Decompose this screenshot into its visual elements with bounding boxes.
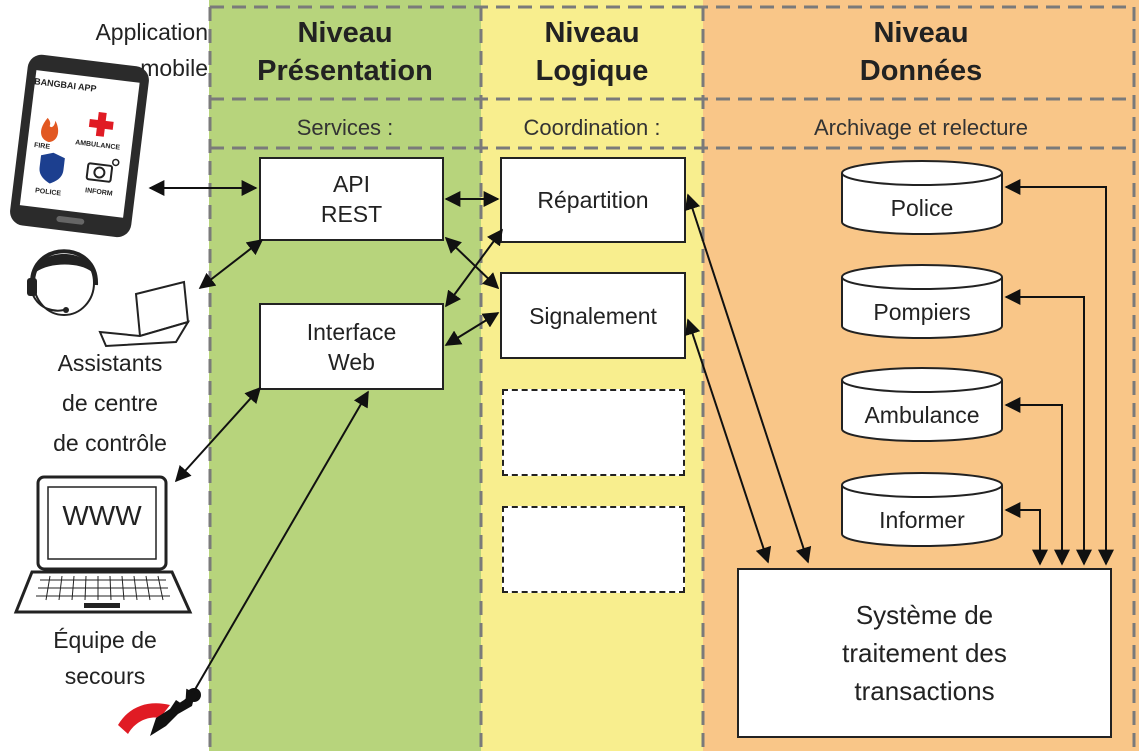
camera-icon (85, 162, 114, 183)
rescue-team-label: Équipe de secours (5, 622, 205, 694)
arrow-informer-transactions (1004, 502, 1048, 566)
api-rest-line2: REST (320, 201, 383, 227)
rescue-team-line1: Équipe de (53, 627, 157, 653)
data-title: Niveau Données (703, 14, 1139, 90)
rescue-team-line2: secours (64, 663, 146, 689)
arrow-police-transactions (1004, 179, 1114, 566)
empty-service-slot-2 (502, 506, 685, 593)
data-subtitle: Archivage et relecture (814, 115, 1028, 140)
presentation-subtitle: Services : (296, 115, 394, 140)
police-shield-icon (39, 152, 65, 184)
ambulance-database-label: Ambulance (864, 402, 980, 428)
ambulance-database-icon (841, 367, 1003, 442)
arrow-repartition-transactions (684, 193, 812, 564)
pompiers-database-label: Pompiers (873, 299, 971, 325)
presentation-title-line1: Niveau (297, 17, 393, 49)
arrow-rescue-web (185, 390, 369, 707)
fire-icon (41, 117, 59, 143)
transaction-system-line2: traitement des (842, 638, 1007, 668)
informer-database-label: Informer (879, 507, 965, 533)
arrow-web-repartition (445, 228, 503, 308)
arrow-ambulance-transactions (1004, 397, 1070, 566)
mobile-app-label: Application mobile (40, 14, 208, 86)
transaction-system-line3: transactions (854, 676, 995, 706)
api-rest-box[interactable]: API REST (259, 157, 444, 241)
arrow-operator-api (198, 239, 264, 289)
arrow-pompiers-transactions (1004, 289, 1092, 566)
arrow-web-signalement (444, 312, 500, 346)
api-rest-line1: API (332, 171, 371, 197)
presentation-title-line2: Présentation (257, 55, 433, 87)
empty-service-slot-1 (502, 389, 685, 476)
logic-tier (481, 0, 703, 751)
logic-subtitle: Coordination : (523, 115, 661, 140)
laptop-screen-text: WWW (62, 500, 142, 531)
control-center-line2: de centre (62, 390, 158, 416)
data-title-line1: Niveau (873, 17, 969, 49)
mobile-app-line1: Application (95, 19, 208, 45)
web-interface-line1: Interface (306, 318, 397, 345)
police-database-icon (841, 160, 1003, 235)
web-interface-line2: Web (328, 348, 375, 375)
logic-title: Niveau Logique (481, 14, 703, 90)
pompiers-database-icon (841, 264, 1003, 339)
control-center-line1: Assistants (57, 350, 163, 376)
arrow-laptop-web (174, 386, 262, 483)
control-center-label: Assistants de centre de contrôle (10, 343, 210, 463)
logic-title-line1: Niveau (544, 17, 640, 49)
repartition-box[interactable]: Répartition (500, 157, 686, 243)
control-center-line3: de contrôle (53, 430, 167, 456)
presentation-title: Niveau Présentation (209, 14, 481, 90)
mobile-app-line2: mobile (140, 55, 208, 81)
transaction-system-line1: Système de (855, 600, 994, 630)
transaction-system-box[interactable]: Système de traitement des transactions (737, 568, 1112, 738)
arrow-signalement-transactions (684, 318, 772, 564)
signalement-box[interactable]: Signalement (500, 272, 686, 359)
informer-database-icon (841, 472, 1003, 547)
web-interface-box[interactable]: Interface Web (259, 303, 444, 390)
police-database-label: Police (890, 195, 954, 221)
operator-laptop-icon (98, 280, 191, 348)
logic-title-line2: Logique (535, 55, 649, 87)
data-title-line2: Données (859, 55, 983, 87)
